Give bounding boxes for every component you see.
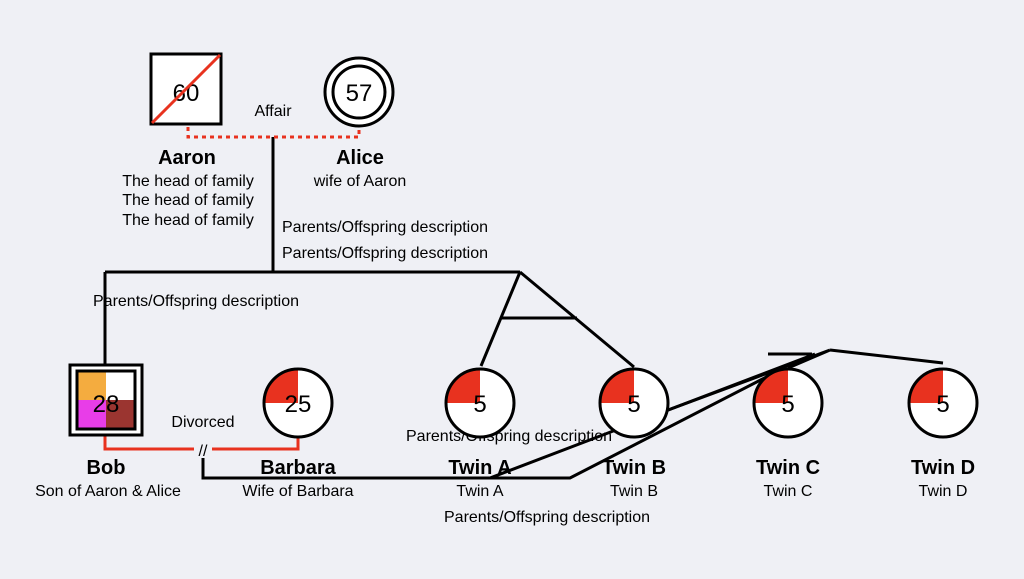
affair-line[interactable]: [186, 127, 361, 139]
deceased-mark-icon: [150, 53, 222, 125]
person-description: Son of Aaron & Alice: [35, 483, 181, 500]
person-outline: [444, 367, 516, 439]
person-name: Twin A: [448, 457, 511, 479]
person-name: Alice: [336, 147, 384, 169]
relation-label: Parents/Offspring description: [282, 245, 488, 262]
divorce-gap: [194, 440, 212, 458]
age: 5: [936, 391, 949, 418]
person-description: Twin D: [919, 483, 968, 500]
relation-label: Parents/Offspring description: [93, 293, 299, 310]
quarter-fill: [446, 369, 480, 403]
affair-label: Affair: [254, 103, 292, 120]
age: 60: [173, 80, 200, 107]
person-description: The head of family: [122, 212, 254, 229]
person-aaron[interactable]: 60 Aaron The head of family The head of …: [122, 52, 254, 229]
twin-triangle[interactable]: [479, 270, 635, 369]
twin-cd-connector[interactable]: [667, 348, 944, 412]
age: 5: [473, 391, 486, 418]
person-name: Bob: [87, 457, 126, 479]
person-description: The head of family: [122, 173, 254, 190]
age: 5: [627, 391, 640, 418]
age: 28: [93, 391, 120, 418]
person-description: Wife of Barbara: [242, 483, 353, 500]
age: 57: [346, 80, 373, 107]
age: 25: [285, 391, 312, 418]
person-alice[interactable]: 57 Alice wife of Aaron: [313, 56, 407, 190]
divorced-label: Divorced: [171, 414, 234, 431]
person-outline: [262, 367, 334, 439]
person-outline: [907, 367, 979, 439]
person-description: The head of family: [122, 192, 254, 209]
person-description: Twin C: [764, 483, 813, 500]
person-outline: [598, 367, 670, 439]
quarter-fill: [600, 369, 634, 403]
person-description: wife of Aaron: [313, 173, 407, 190]
relation-label: Parents/Offspring description: [444, 509, 650, 526]
person-description: Twin B: [610, 483, 658, 500]
divorce-slash-icon: //: [199, 443, 208, 460]
person-name: Twin D: [911, 457, 975, 479]
person-name: Aaron: [158, 147, 216, 169]
person-bob[interactable]: 28 Bob Son of Aaron & Alice: [35, 363, 181, 500]
person-name: Twin C: [756, 457, 820, 479]
relation-label: Parents/Offspring description: [406, 428, 612, 445]
quarter-fill: [909, 369, 943, 403]
relation-label: Parents/Offspring description: [282, 219, 488, 236]
quarter-fill: [264, 369, 298, 403]
quarter-fill: [754, 369, 788, 403]
person-name: Barbara: [260, 457, 336, 479]
sibling-bar[interactable]: [103, 270, 520, 364]
person-outline: [752, 367, 824, 439]
age: 5: [781, 391, 794, 418]
person-name: Twin B: [602, 457, 666, 479]
person-description: Twin A: [456, 483, 503, 500]
